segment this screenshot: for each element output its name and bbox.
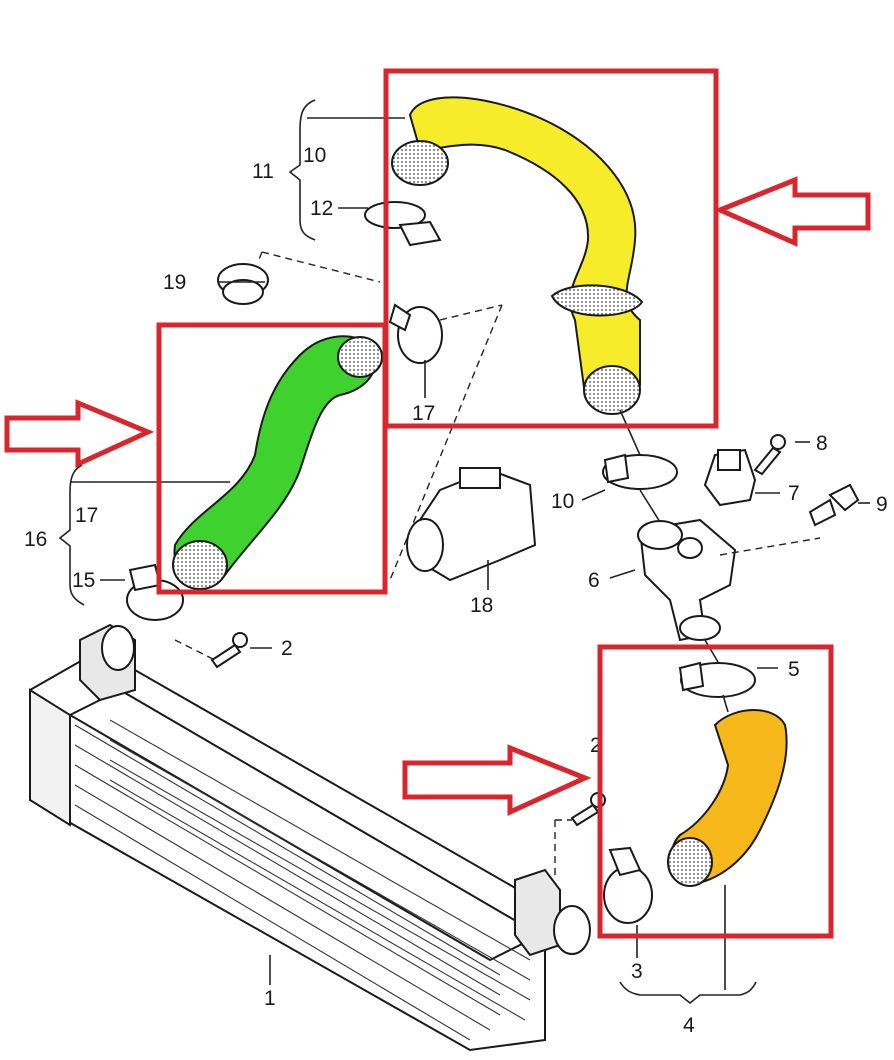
label-4: 4 [683,1014,695,1037]
label-18: 18 [470,594,493,617]
label-10-lower: 10 [551,490,574,513]
clamp-5 [678,661,756,698]
clamp-12 [364,201,442,247]
label-12: 12 [310,197,333,220]
label-8: 8 [816,432,828,455]
resonator-18 [406,467,537,582]
bolt-2-upper [210,632,248,669]
bolt-8 [753,434,786,476]
arrow-right-pointing-upper [4,399,155,468]
clamp-17-upper [388,303,443,364]
label-17-upper: 17 [412,402,435,425]
lower-charge-hose [667,709,788,887]
clamp-10-lower [602,453,678,490]
sensor-part-7 [703,448,757,507]
label-11: 11 [252,160,274,183]
highlight-box-upper-hose [383,68,719,429]
clamp-3 [603,846,653,924]
clip-9 [808,483,860,527]
label-2-upper: 2 [281,637,293,660]
label-7: 7 [788,482,800,505]
label-5: 5 [788,658,800,681]
arrow-left-pointing [713,176,871,247]
label-17-left: 17 [75,504,98,527]
part-labels: 10 11 12 19 17 17 16 15 2 18 10 6 8 7 9 … [24,144,888,1037]
upper-charge-hose [391,96,644,415]
leader-lines [58,99,870,1005]
label-10-upper: 10 [303,144,326,167]
grommet-19 [217,263,269,305]
label-1: 1 [264,987,276,1010]
highlight-box-lower-hose [597,644,834,939]
throttle-housing [637,518,737,642]
label-3: 3 [631,960,643,983]
label-16: 16 [24,528,47,551]
label-9: 9 [876,493,888,516]
label-19: 19 [163,271,186,294]
label-2-lower: 2 [590,734,602,757]
left-charge-hose [172,335,383,590]
label-15: 15 [72,569,95,592]
label-6: 6 [588,569,600,592]
arrow-right-pointing-lower [402,744,592,816]
highlight-box-left-hose [156,322,388,595]
intercooler [29,623,591,1052]
